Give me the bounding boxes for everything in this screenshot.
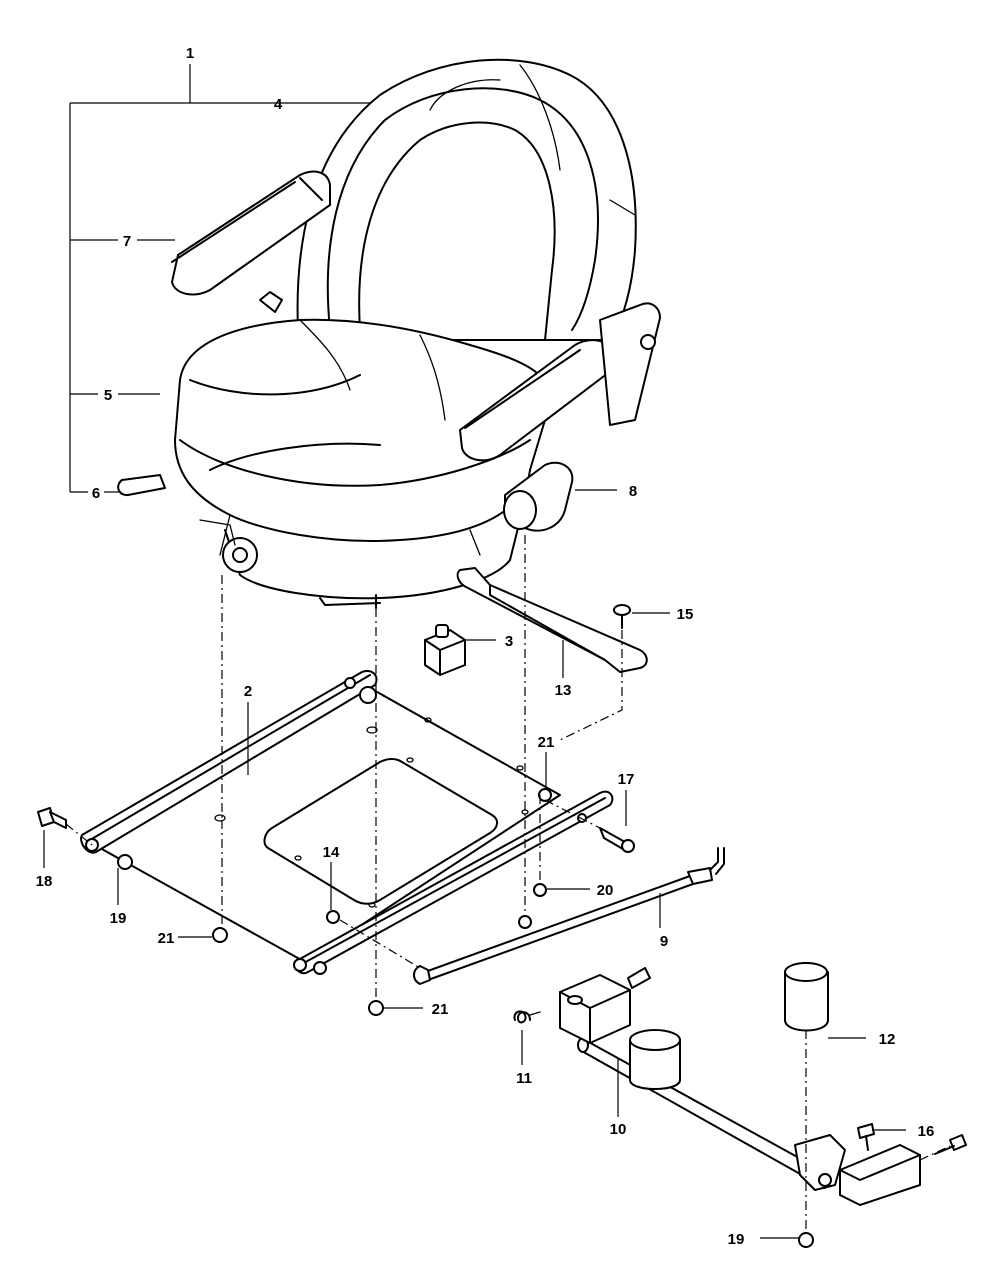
callout-1: 1	[186, 45, 194, 62]
callout-4: 4	[274, 96, 283, 113]
callout-21-left: 21	[158, 930, 175, 947]
callout-10: 10	[610, 1121, 627, 1138]
seat-adjust-lever	[117, 474, 166, 497]
nut-19-bottom	[798, 1232, 814, 1248]
callout-3: 3	[505, 633, 513, 650]
nut-21-bottom	[368, 1000, 384, 1016]
callout-11: 11	[516, 1070, 532, 1087]
torsion-spring	[513, 1010, 531, 1024]
bolt-17	[599, 827, 635, 853]
assembly-center-lines	[65, 535, 951, 1232]
seat-mount-plate	[80, 670, 614, 975]
seat-bracket-bar	[456, 567, 648, 673]
callout-16: 16	[918, 1123, 935, 1140]
callout-8: 8	[629, 483, 637, 500]
control-rod	[413, 847, 725, 985]
callout-20: 20	[597, 882, 614, 899]
bolt-18	[37, 807, 67, 829]
seat-assembly	[117, 58, 661, 609]
callout-12: 12	[879, 1031, 896, 1048]
backrest-center-panel	[358, 121, 556, 341]
callout-labels: 1 4 7 5 6 8 3 15 13 2 21 17 18 14 20 19 …	[36, 45, 935, 1248]
callout-14: 14	[323, 844, 340, 861]
seat-backrest	[296, 58, 637, 361]
callout-17: 17	[618, 771, 635, 788]
nut-20	[533, 883, 547, 897]
seat-base	[224, 519, 521, 600]
backrest-inner-panel	[326, 87, 599, 331]
armrest-bracket	[599, 302, 661, 426]
callout-9: 9	[660, 933, 668, 950]
left-armrest	[171, 170, 331, 296]
callout-2: 2	[244, 683, 252, 700]
seat-switch	[424, 624, 466, 676]
callout-7: 7	[123, 233, 131, 250]
pedal-cylinder	[784, 962, 829, 1032]
callout-19-bottom: 19	[728, 1231, 745, 1248]
callout-6: 6	[92, 485, 100, 502]
callout-21-top: 21	[538, 734, 555, 751]
callout-15: 15	[677, 606, 694, 623]
callout-19-left: 19	[110, 910, 127, 927]
callout-13: 13	[555, 682, 572, 699]
pedal-shaft-assembly	[513, 962, 967, 1206]
seat-adjust-knob	[222, 537, 258, 573]
callout-18: 18	[36, 873, 53, 890]
nut-21-left	[212, 927, 228, 943]
callout-5: 5	[104, 387, 112, 404]
callout-21-bottom: 21	[432, 1001, 449, 1018]
callout-leaders	[43, 64, 906, 1239]
